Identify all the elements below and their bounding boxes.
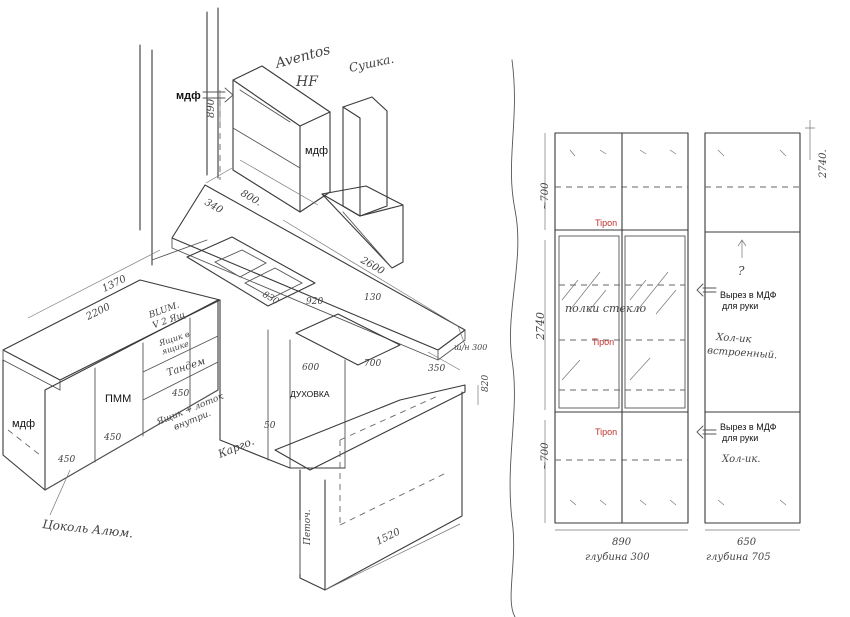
- isometric-kitchen-drawing: [2, 7, 479, 591]
- hw-2200: 2200: [84, 301, 113, 323]
- hw-1520: 1520: [374, 526, 402, 547]
- hw-polki-steklo: полки стекло: [565, 302, 647, 315]
- countertop-back: [171, 184, 466, 361]
- left-cabinet-run: [2, 279, 221, 491]
- wall-lines: [139, 7, 219, 266]
- elevation-drawing: [544, 120, 815, 531]
- hw-820: 820: [481, 375, 491, 392]
- hw-depth-300: глубина 300: [585, 552, 650, 563]
- hw-blum: BLUM. V 2 Ящ: [147, 300, 188, 332]
- hw-hol-ik-vstr: Хол-ик встроенный.: [707, 331, 779, 361]
- hw-fetoch: Петоч.: [303, 509, 313, 546]
- hw-cokol: Цоколь Алюм.: [42, 517, 134, 540]
- dimension-lines: [27, 90, 479, 591]
- hw-width-650: 650: [737, 537, 757, 548]
- label-oven: ДУХОВКА: [290, 389, 330, 399]
- label-cutout-top: Вырез в МДФ для руки: [720, 290, 779, 311]
- sink: [186, 236, 316, 307]
- label-tipon-top: Tipon: [595, 218, 617, 228]
- label-mdf-wall: мдф: [305, 145, 328, 157]
- hw-question: ?: [738, 264, 745, 278]
- hw-300: ш/н 300: [454, 343, 487, 352]
- label-cutout-top-line2: для руки: [722, 301, 758, 311]
- cooktop: [295, 313, 401, 366]
- hw-2740-left: 2740: [534, 312, 547, 341]
- hw-350: 350: [428, 364, 445, 374]
- hw-hol-ik: Хол-ик.: [721, 454, 760, 465]
- label-cutout-bottom-line2: для руки: [722, 433, 758, 443]
- hw-450c: 450: [171, 389, 189, 399]
- hw-sushka: Сушка.: [348, 52, 396, 75]
- hw-700: 700: [364, 359, 381, 369]
- hw-depth-705: глубина 705: [706, 552, 771, 563]
- label-tipon-bottom: Tipon: [595, 427, 617, 437]
- hw-700-top: ~700: [540, 182, 551, 210]
- hw-hol-ik-vstr-line2: встроенный.: [707, 345, 778, 361]
- hw-kargo: Карго.: [215, 435, 256, 462]
- label-tipon-mid: Tipon: [592, 337, 614, 347]
- label-mdf-left: мдф: [12, 418, 35, 430]
- hw-450a: 450: [57, 455, 75, 465]
- label-cutout-top-line1: Вырез в МДФ: [720, 290, 777, 300]
- hw-340: 340: [203, 197, 226, 216]
- arrow-mdf-top: [202, 87, 234, 103]
- hw-920: 920: [306, 297, 323, 307]
- break-line: [509, 59, 519, 617]
- label-cutout-bottom-line1: Вырез в МДФ: [720, 422, 777, 432]
- hw-890: 890: [206, 98, 217, 118]
- hw-hol-ik-vstr-line1: Хол-ик: [715, 332, 752, 346]
- hw-2740-right: 2740.: [818, 149, 829, 179]
- hw-130: 130: [364, 293, 381, 303]
- label-mdf-top: мдф: [176, 90, 201, 102]
- hw-1370: 1370: [100, 273, 128, 294]
- hw-aventos: Aventos: [272, 42, 332, 72]
- hw-600: 600: [302, 363, 319, 373]
- hw-tandem: Тандем: [166, 356, 207, 379]
- peninsula: [274, 384, 466, 591]
- right-cabinet-run: [219, 299, 346, 469]
- hw-hf: HF: [295, 74, 319, 90]
- hood: [321, 96, 404, 269]
- label-cutout-bottom: Вырез в МДФ для руки: [720, 422, 779, 443]
- hw-width-890: 890: [612, 537, 632, 548]
- hw-450b: 450: [103, 433, 121, 443]
- hw-700-bottom: ~700: [540, 442, 551, 470]
- label-pmm: ПММ: [105, 393, 131, 405]
- hw-50: 50: [264, 421, 276, 431]
